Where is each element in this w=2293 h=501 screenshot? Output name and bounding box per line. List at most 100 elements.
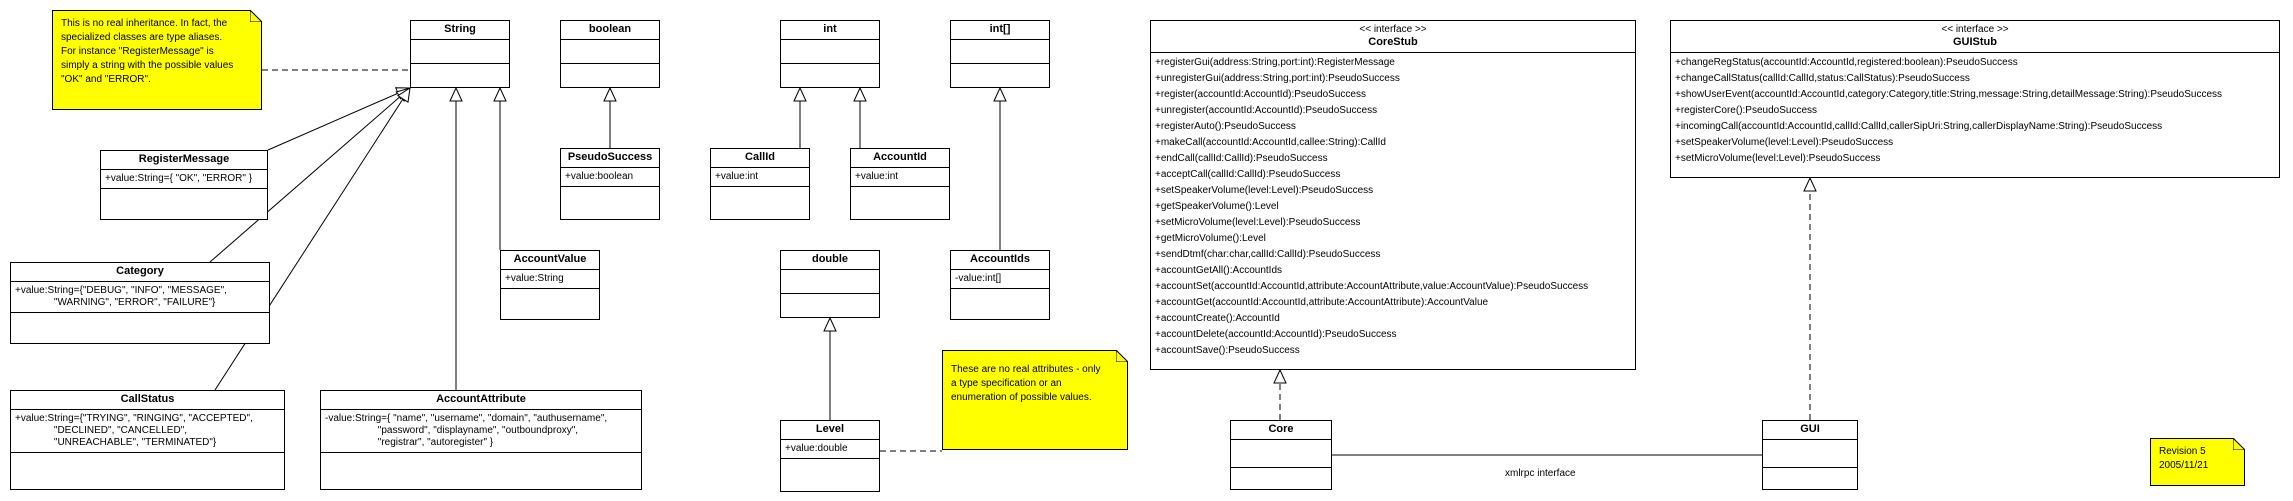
operation: +acceptCall(callId:CallId):PseudoSuccess — [1155, 169, 1341, 180]
note-fold-icon — [1116, 350, 1128, 362]
operation: +showUserEvent(accountId:AccountId,categ… — [1675, 89, 2223, 100]
generalization-callstatus-string — [214, 86, 411, 391]
attribute: +value:String — [505, 273, 564, 284]
attribute-compartment — [781, 270, 879, 294]
class-pseudosuccess: PseudoSuccess +value:boolean — [560, 148, 660, 220]
note-line: "OK" and "ERROR". — [61, 74, 151, 85]
attribute: -value:int[] — [955, 273, 1002, 284]
attribute: "registrar", "autoregister" } — [325, 437, 494, 448]
class-name: Level — [815, 423, 845, 435]
operation: +registerAuto():PseudoSuccess — [1155, 121, 1296, 132]
attribute: +value:double — [785, 443, 848, 454]
class-name: CoreStub — [1368, 36, 1418, 48]
attribute: "password", "displayname", "outboundprox… — [325, 425, 579, 436]
operation: +incomingCall(accountId:AccountId,callId… — [1675, 121, 2163, 132]
operation: +registerGui(address:String,port:int):Re… — [1155, 57, 1395, 68]
attribute-compartment — [561, 40, 659, 64]
class-name: int — [823, 23, 837, 35]
class-callid: CallId +value:int — [710, 148, 810, 220]
generalization-registermessage-string — [267, 87, 412, 151]
interface-guistub: << interface >> GUIStub +changeRegStatus… — [1670, 20, 2280, 178]
operation: +sendDtmf(char:char,callId:CallId):Pseud… — [1155, 249, 1381, 260]
attribute: +value:int — [855, 171, 899, 182]
attribute-compartment: +value:int — [711, 168, 809, 187]
stereotype-label: << interface >> — [1359, 24, 1427, 35]
generalization-category-string — [209, 87, 411, 263]
note-line: For instance "RegisterMessage" is — [61, 46, 214, 57]
class-accountattribute: AccountAttribute -value:String={ "name",… — [320, 390, 642, 490]
attribute: -value:String={ "name", "username", "dom… — [325, 413, 608, 424]
attribute-compartment: +value:String={"DEBUG", "INFO", "MESSAGE… — [11, 282, 269, 313]
class-name: Core — [1268, 423, 1294, 435]
operation: +accountGetAll():AccountIds — [1155, 265, 1283, 276]
note-line: These are no real attributes - only — [951, 364, 1101, 375]
note-revision: Revision 5 2005/11/21 — [2150, 438, 2245, 486]
attribute: +value:String={ "OK", "ERROR" } — [105, 173, 253, 184]
note-line: enumeration of possible values. — [951, 392, 1092, 403]
class-level: Level +value:double — [780, 420, 880, 492]
attribute-compartment: +value:boolean — [561, 168, 659, 187]
note-line: specialized classes are type aliases. — [61, 32, 223, 43]
note-attributes: These are no real attributes - only a ty… — [942, 350, 1128, 450]
operation: +setMicroVolume(level:Level):PseudoSucce… — [1675, 153, 1881, 164]
operation: +accountGet(accountId:AccountId,attribut… — [1155, 297, 1489, 308]
operation: +makeCall(accountId:AccountId,callee:Str… — [1155, 137, 1386, 148]
attribute-compartment: +value:double — [781, 440, 879, 459]
operation: +unregister(accountId:AccountId):PseudoS… — [1155, 105, 1378, 116]
attribute: "DECLINED", "CANCELLED", — [15, 425, 188, 436]
operation: +changeCallStatus(callId:CallId,status:C… — [1675, 73, 1970, 84]
class-accountvalue: AccountValue +value:String — [500, 250, 600, 320]
attribute-compartment — [951, 40, 1049, 64]
class-callstatus: CallStatus +value:String={"TRYING", "RIN… — [10, 390, 285, 490]
attribute-compartment — [1763, 440, 1857, 468]
class-name: AccountAttribute — [436, 393, 526, 405]
attribute: +value:String={"DEBUG", "INFO", "MESSAGE… — [15, 285, 227, 296]
stereotype-label: << interface >> — [1941, 24, 2009, 35]
class-int-array: int[] — [950, 20, 1050, 88]
class-gui: GUI — [1762, 420, 1858, 490]
operation: +getMicroVolume():Level — [1155, 233, 1266, 244]
operation: +accountSet(accountId:AccountId,attribut… — [1155, 281, 1589, 292]
class-accountid: AccountId +value:int — [850, 148, 950, 220]
class-int: int — [780, 20, 880, 88]
attribute: "UNREACHABLE", "TERMINATED"} — [15, 437, 217, 448]
class-name: AccountIds — [970, 253, 1030, 265]
attribute-compartment: +value:String={"TRYING", "RINGING", "ACC… — [11, 410, 284, 453]
note-line: simply a string with the possible values — [61, 60, 234, 71]
attribute-compartment: +value:String — [501, 270, 599, 289]
revision-number: Revision 5 — [2159, 446, 2206, 457]
operation: +endCall(callId:CallId):PseudoSuccess — [1155, 153, 1328, 164]
class-name: String — [444, 23, 476, 35]
class-name: PseudoSuccess — [567, 151, 653, 163]
attribute: +value:boolean — [565, 171, 634, 182]
interface-corestub: << interface >> CoreStub +registerGui(ad… — [1150, 20, 1636, 370]
operations-compartment: +changeRegStatus(accountId:AccountId,reg… — [1671, 53, 2279, 169]
attribute-compartment: -value:int[] — [951, 270, 1049, 289]
class-string: String — [410, 20, 510, 88]
class-name: AccountId — [873, 151, 927, 163]
class-name: Category — [116, 265, 164, 277]
operation: +register(accountId:AccountId):PseudoSuc… — [1155, 89, 1366, 100]
attribute-compartment — [411, 40, 509, 64]
operation: +accountCreate():AccountId — [1155, 313, 1280, 324]
class-registermessage: RegisterMessage +value:String={ "OK", "E… — [100, 150, 268, 220]
note-fold-icon — [250, 10, 262, 22]
operations-compartment: +registerGui(address:String,port:int):Re… — [1151, 53, 1635, 361]
class-accountids: AccountIds -value:int[] — [950, 250, 1050, 320]
attribute-compartment: +value:int — [851, 168, 949, 187]
attribute-compartment: +value:String={ "OK", "ERROR" } — [101, 170, 267, 189]
operation: +unregisterGui(address:String,port:int):… — [1155, 73, 1400, 84]
class-name: double — [811, 253, 849, 265]
class-name: CallId — [745, 151, 775, 163]
association-label: xmlrpc interface — [1505, 468, 1576, 479]
class-name: CallStatus — [120, 393, 175, 405]
operation: +setMicroVolume(level:Level):PseudoSucce… — [1155, 217, 1361, 228]
attribute: "WARNING", "ERROR", "FAILURE"} — [15, 297, 216, 308]
attribute-compartment — [1231, 440, 1331, 468]
class-name: boolean — [588, 23, 632, 35]
attribute-compartment — [781, 40, 879, 64]
note-line: a type specification or an — [951, 378, 1062, 389]
operation: +setSpeakerVolume(level:Level):PseudoSuc… — [1155, 185, 1374, 196]
class-double: double — [780, 250, 880, 318]
